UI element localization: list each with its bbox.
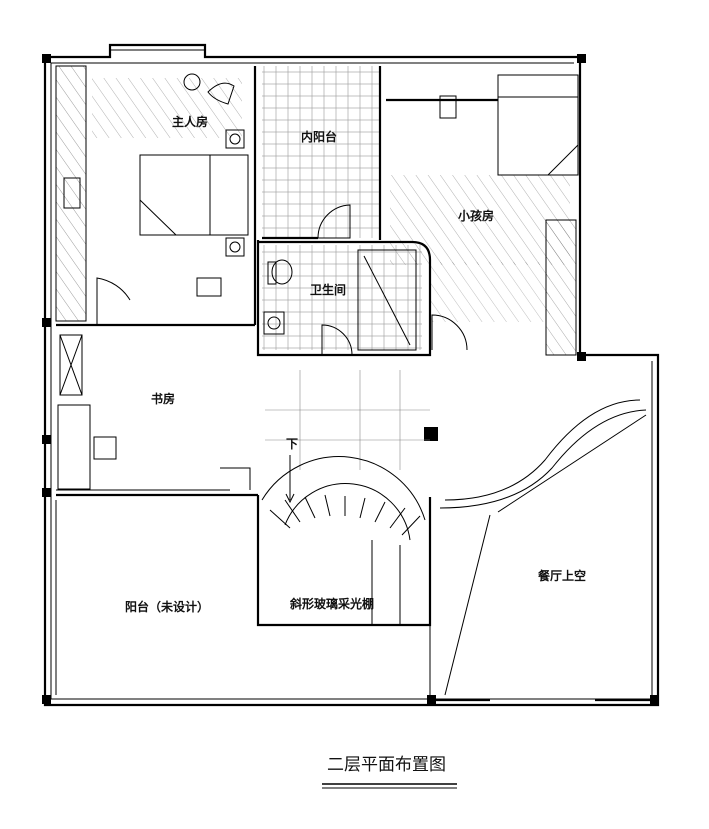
room-label-child: 小孩房 (458, 208, 494, 223)
room-label-dining-void: 餐厅上空 (538, 568, 586, 583)
room-label-master: 主人房 (172, 114, 208, 129)
plan-caption: 二层平面布置图 (327, 755, 446, 775)
stair-down-label: 下 (286, 437, 298, 451)
master-bedroom (55, 65, 257, 327)
room-label-inner-balcony: 内阳台 (301, 129, 337, 144)
bathroom (256, 240, 432, 357)
room-label-skylight: 斜形玻璃采光棚 (289, 596, 374, 611)
pillars (42, 54, 659, 704)
room-label-bath: 卫生间 (310, 282, 346, 297)
study (56, 334, 430, 504)
room-label-study: 书房 (151, 391, 175, 406)
dining-void (429, 399, 652, 702)
room-label-balcony: 阳台（未设计） (125, 599, 209, 614)
inner-balcony (262, 66, 382, 240)
